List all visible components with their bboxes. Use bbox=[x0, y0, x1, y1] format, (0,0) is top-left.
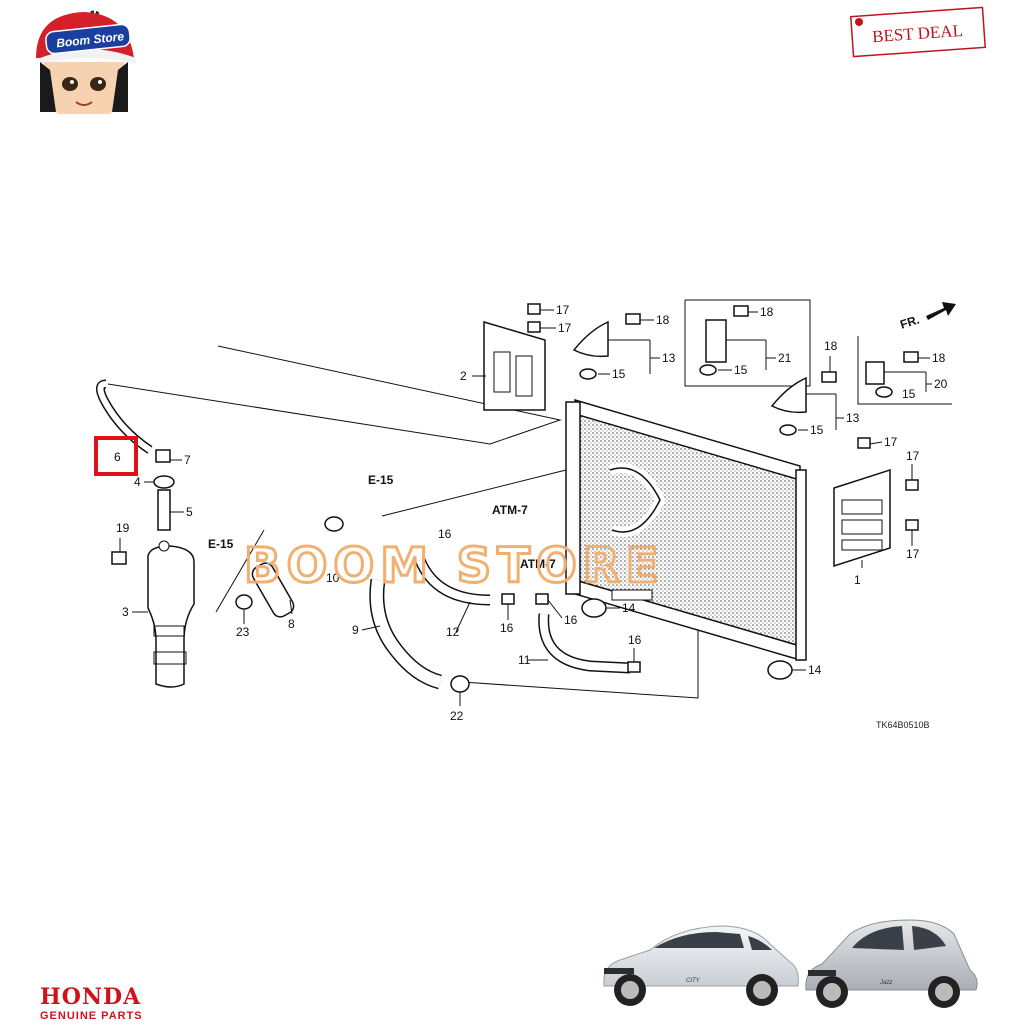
bracket-part-13 bbox=[572, 320, 609, 358]
part-label: 17 bbox=[558, 321, 572, 335]
bolt-part-18 bbox=[625, 313, 641, 325]
store-logo: Boom Store bbox=[36, 10, 136, 114]
ref-label-atm7-mid: ATM-7 bbox=[520, 557, 556, 571]
car-image-city: CITY bbox=[603, 925, 799, 1006]
part-label: 14 bbox=[808, 663, 822, 677]
part-label: 11 bbox=[518, 653, 531, 667]
part-label: 21 bbox=[778, 351, 792, 365]
nut-part-15 bbox=[579, 368, 597, 380]
highlighted-part-box bbox=[94, 436, 138, 476]
part-label: 10 bbox=[326, 571, 340, 585]
part-label: 13 bbox=[846, 411, 860, 425]
hose-part-11 bbox=[538, 613, 631, 674]
part-label: 23 bbox=[236, 625, 250, 639]
part-label: 8 bbox=[288, 617, 295, 631]
part-label: 19 bbox=[116, 521, 130, 535]
bolt-part-19 bbox=[111, 551, 127, 565]
best-deal-badge: BEST DEAL bbox=[849, 6, 987, 58]
overflow-hose-part-6 bbox=[96, 379, 153, 454]
bracket-part-2 bbox=[483, 320, 546, 411]
car-badge-jazz: Jazz bbox=[879, 980, 892, 986]
bracket-part-21 bbox=[705, 319, 727, 363]
part-label: 14 bbox=[622, 601, 636, 615]
part-label: 15 bbox=[902, 387, 916, 401]
honda-wordmark: HONDA bbox=[40, 984, 141, 1010]
highlighted-part-number: 6 bbox=[114, 450, 121, 464]
cap-part-4 bbox=[153, 475, 175, 489]
part-number-labels: 1 2 3 4 5 7 8 9 10 11 12 13 13 14 14 15 … bbox=[116, 303, 948, 723]
part-label: 15 bbox=[612, 367, 626, 381]
ref-label-e15-left: E-15 bbox=[208, 537, 234, 551]
bolt-part-17 bbox=[527, 303, 541, 315]
part-label: 22 bbox=[450, 709, 464, 723]
hose-part-8 bbox=[251, 562, 295, 618]
part-label: 3 bbox=[122, 605, 129, 619]
part-label: 7 bbox=[184, 453, 191, 467]
part-label: 15 bbox=[810, 423, 824, 437]
part-label: 17 bbox=[556, 303, 570, 317]
drawing-code: TK64B0510B bbox=[876, 720, 930, 730]
part-label: 17 bbox=[884, 435, 898, 449]
part-label: 4 bbox=[134, 475, 141, 489]
ref-label-atm7-top: ATM-7 bbox=[492, 503, 528, 517]
clamp-part-23 bbox=[235, 594, 253, 610]
clamp-part-10 bbox=[324, 516, 344, 532]
clip-part-16 bbox=[501, 593, 515, 605]
part-label: 16 bbox=[564, 613, 578, 627]
ref-label-e15-top: E-15 bbox=[368, 473, 394, 487]
car-image-jazz: Jazz bbox=[805, 919, 978, 1008]
clamp-part-22 bbox=[450, 675, 470, 693]
part-label: 20 bbox=[934, 377, 948, 391]
part-label: 13 bbox=[662, 351, 676, 365]
part-label: 16 bbox=[438, 527, 452, 541]
part-label: 18 bbox=[760, 305, 774, 319]
car-badge-city: CITY bbox=[686, 978, 701, 984]
part-label: 1 bbox=[854, 573, 861, 587]
radiator-diagram: 6 FR. E-15 E-15 ATM-7 ATM-7 1 2 3 4 5 7 … bbox=[94, 299, 956, 730]
part-label: 15 bbox=[734, 363, 748, 377]
reservoir-tank-part-3 bbox=[147, 540, 195, 688]
part-label: 17 bbox=[906, 449, 920, 463]
honda-tagline: GENUINE PARTS bbox=[40, 1010, 143, 1022]
fitting-part-7 bbox=[155, 449, 171, 463]
part-label: 18 bbox=[656, 313, 670, 327]
front-direction-label: FR. bbox=[898, 312, 921, 331]
bracket-part-20 bbox=[865, 361, 885, 385]
part-label: 12 bbox=[446, 625, 460, 639]
part-label: 18 bbox=[824, 339, 838, 353]
part-label: 2 bbox=[460, 369, 467, 383]
part-label: 16 bbox=[628, 633, 642, 647]
store-watermark: BOOM STORE bbox=[244, 538, 665, 594]
front-direction-arrow: FR. bbox=[898, 302, 956, 332]
part-label: 18 bbox=[932, 351, 946, 365]
bracket-part-1 bbox=[833, 468, 891, 568]
red-dot-icon bbox=[855, 18, 863, 26]
honda-logo: HONDA GENUINE PARTS bbox=[40, 984, 143, 1022]
part-label: 16 bbox=[500, 621, 514, 635]
part-label: 9 bbox=[352, 623, 359, 637]
mount-part-14 bbox=[581, 598, 607, 618]
radiator-core bbox=[565, 398, 807, 662]
pipe-part-5 bbox=[157, 489, 171, 531]
part-label: 5 bbox=[186, 505, 193, 519]
part-label: 17 bbox=[906, 547, 920, 561]
